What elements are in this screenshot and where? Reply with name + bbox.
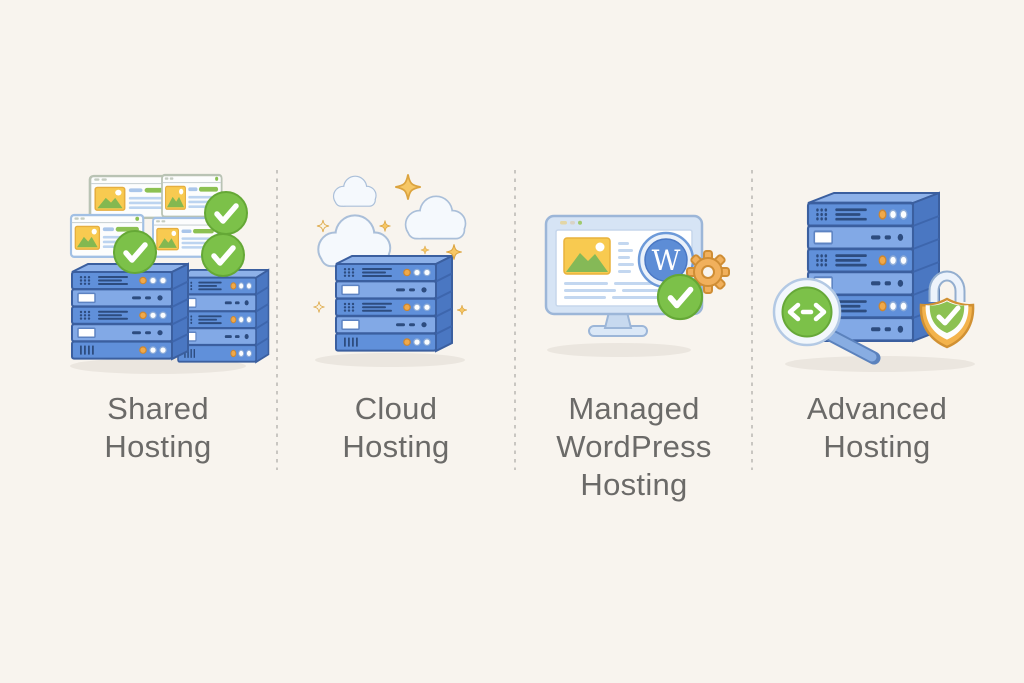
label-line: Hosting xyxy=(580,467,688,502)
panel-label-shared-hosting: Shared Hosting xyxy=(40,390,276,466)
label-line: Hosting xyxy=(342,429,450,464)
managed-wordpress-illustration: W xyxy=(544,214,730,357)
panel-shared-hosting: Shared Hosting xyxy=(40,160,276,464)
webpage-content xyxy=(563,237,668,299)
panel-label-managed-wordpress-hosting: Managed WordPress Hosting xyxy=(516,390,752,504)
checkmark-icon xyxy=(658,275,702,319)
ground-shadow xyxy=(547,343,691,357)
label-line: Advanced xyxy=(806,391,948,426)
panel-label-cloud-hosting: Cloud Hosting xyxy=(278,390,514,466)
code-magnifier-icon xyxy=(772,277,881,365)
label-line: Hosting xyxy=(104,429,212,464)
advanced-hosting-illustration xyxy=(772,160,975,372)
ground-shadow xyxy=(315,353,465,367)
panel-label-advanced-hosting: Advanced Hosting xyxy=(752,390,1002,466)
server-stack-icon xyxy=(72,264,268,362)
panel-managed-wordpress-hosting: W Managed WordPress Hosting xyxy=(516,160,752,502)
label-line: Cloud xyxy=(354,391,438,426)
label-line: WordPress xyxy=(556,429,712,464)
ground-shadow xyxy=(785,356,975,372)
divider-3 xyxy=(751,170,753,470)
cloud-hosting-illustration xyxy=(313,173,468,367)
label-line: Hosting xyxy=(823,429,931,464)
server-stack-icon xyxy=(336,256,452,351)
panel-advanced-hosting: Advanced Hosting xyxy=(752,160,1024,464)
wordpress-initial: W xyxy=(652,244,681,277)
cloud-icon xyxy=(317,175,467,268)
shared-hosting-illustration xyxy=(40,160,276,374)
divider-2 xyxy=(514,170,516,470)
padlock-shield-icon xyxy=(919,270,975,349)
panel-cloud-hosting: Cloud Hosting xyxy=(278,160,514,464)
code-brackets-glyph xyxy=(787,302,827,322)
divider-1 xyxy=(276,170,278,470)
label-line: Managed xyxy=(568,391,700,426)
label-line: Shared xyxy=(107,391,209,426)
